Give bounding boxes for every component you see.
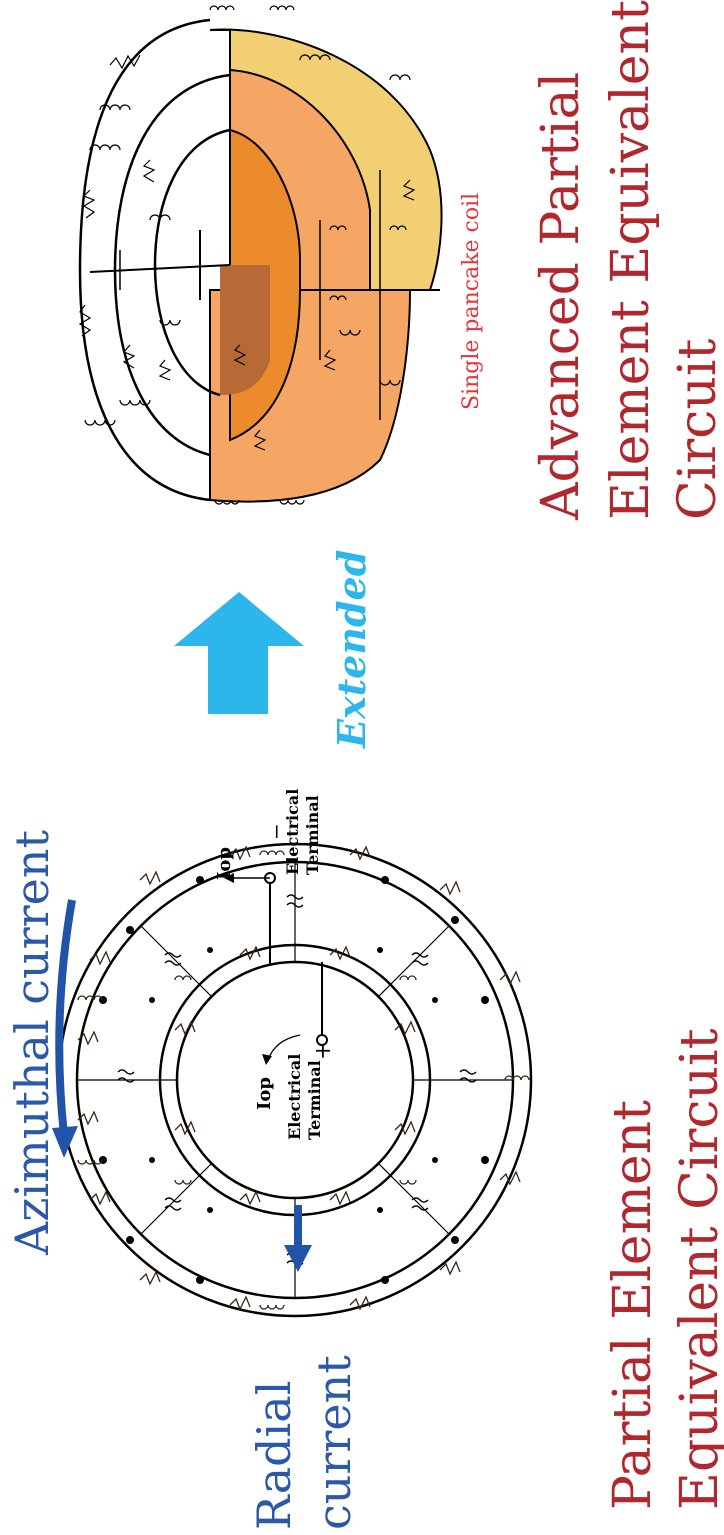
terminal-outer-line-1: Electrical xyxy=(283,789,302,875)
coil-inner-ring xyxy=(153,128,231,397)
apeec-title-line-2: Element Equivalent xyxy=(601,0,661,520)
single-pancake-label: Single pancake coil xyxy=(459,193,484,410)
advanced-peec-diagram xyxy=(78,5,443,505)
extended-label: Extended xyxy=(329,550,374,749)
up-arrow-icon xyxy=(174,592,304,714)
peec-title: Partial Element Equivalent Circuit xyxy=(603,1028,724,1510)
terminal-outer-line-2: Terminal xyxy=(303,795,322,875)
radial-current-label-2: current xyxy=(307,1355,361,1530)
apeec-title: Advanced Partial Element Equivalent Circ… xyxy=(531,0,724,521)
terminal-inner-line-2: Terminal xyxy=(305,1060,324,1140)
apeec-title-line-3: Circuit xyxy=(668,338,724,520)
coil-outer-ring xyxy=(78,18,211,502)
minus-sign: − xyxy=(264,823,288,840)
radial-current-label-1: Radial xyxy=(247,1381,301,1530)
iop-inner-label: Iop xyxy=(254,1077,275,1110)
azimuthal-current-label: Azimuthal current xyxy=(5,830,59,1256)
iop-outer-label: Iop xyxy=(214,847,235,880)
peec-diagram: Iop − Electrical Terminal + Iop Electric… xyxy=(52,789,533,1318)
inner-terminal-node xyxy=(316,1034,328,1046)
peec-title-line-1: Partial Element xyxy=(603,1100,663,1510)
extended-arrow: Extended xyxy=(174,550,374,749)
plus-sign: + xyxy=(311,1042,336,1060)
terminal-inner-line-1: Electrical xyxy=(285,1054,304,1140)
peec-title-line-2: Equivalent Circuit xyxy=(670,1028,724,1510)
azimuthal-current-arrow xyxy=(55,899,76,1136)
apeec-title-line-1: Advanced Partial xyxy=(531,72,591,521)
coil-layer-brown xyxy=(220,265,270,395)
